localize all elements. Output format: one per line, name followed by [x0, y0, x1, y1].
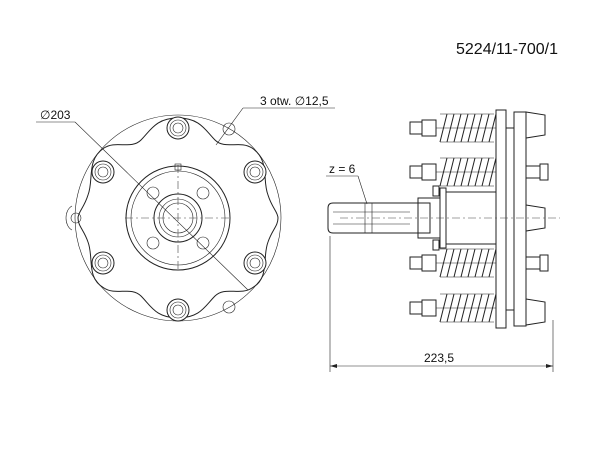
hole-left: [70, 212, 82, 224]
hub-hole: [146, 236, 160, 250]
splines-label: z = 6: [329, 162, 356, 176]
bolt-head: [166, 116, 190, 140]
nut: [525, 256, 541, 270]
front-view: ∅203 3 otw. ∅12,5: [36, 94, 335, 322]
spring-bolt: [409, 248, 497, 278]
bolt-head: [166, 298, 190, 322]
spring-bolt: [409, 293, 497, 323]
bolt-head: [91, 251, 115, 275]
friction-plate: [513, 111, 527, 327]
splined-shaft: [327, 202, 431, 234]
pressure-plate: [495, 109, 507, 329]
hole-upper-right: [222, 122, 236, 136]
part-number: 5224/11-700/1: [456, 41, 558, 58]
spring-bolt: [409, 157, 497, 187]
driving-tab: [525, 111, 546, 139]
holes-label: 3 otw. ∅12,5: [260, 94, 329, 108]
driving-tab: [525, 298, 546, 326]
hub-hole: [196, 236, 210, 250]
hole-lower-right: [222, 300, 236, 314]
nut: [525, 165, 541, 179]
spring-bolt: [409, 113, 497, 143]
bolt-head: [243, 160, 267, 184]
bolt-head: [91, 160, 115, 184]
bolt-head: [243, 251, 267, 275]
hub-hole: [146, 186, 160, 200]
length-label: 223,5: [424, 351, 454, 365]
side-view: z = 6 223,5: [326, 109, 560, 372]
diameter-label: ∅203: [40, 108, 71, 122]
hub-hole: [196, 186, 210, 200]
